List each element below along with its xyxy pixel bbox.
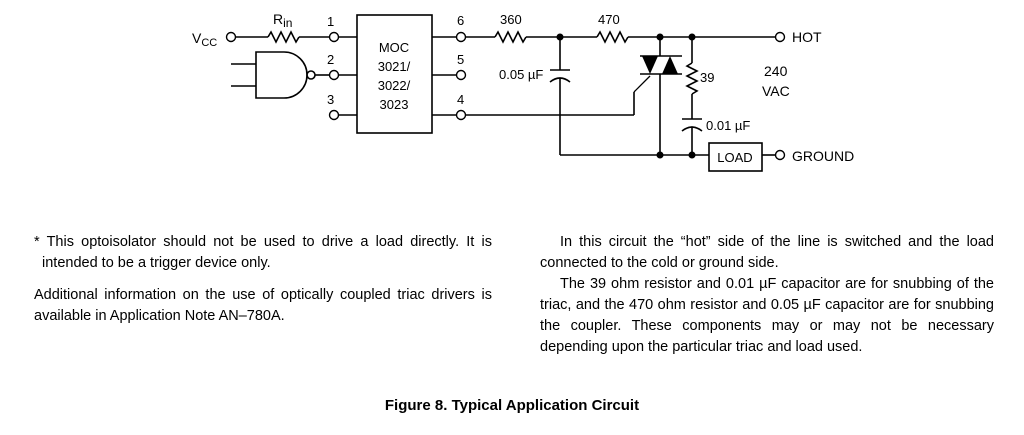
optocoupler-chip — [356, 14, 433, 134]
description-paragraph-2: The 39 ohm resistor and 0.01 µF capacito… — [540, 276, 994, 355]
figure-caption: Figure 8. Typical Application Circuit — [384, 397, 640, 414]
chip-label-line4: 3023 — [380, 97, 409, 112]
hot-label: HOT — [792, 29, 822, 45]
junction-dot — [688, 33, 696, 41]
pin-1-label: 1 — [327, 14, 334, 29]
resistor-470 — [596, 30, 629, 44]
nand-gate — [231, 51, 330, 99]
voltage-label-line1: 240 — [764, 63, 788, 79]
ground-terminal — [774, 149, 786, 161]
resistor-360-label: 360 — [500, 12, 522, 27]
vcc-terminal — [225, 31, 237, 43]
vcc-label: VCC — [192, 30, 217, 49]
capacitor-005uf-label: 0.05 µF — [499, 67, 543, 82]
footnote: * This optoisolator should not be used t… — [34, 234, 492, 271]
pin-5-label: 5 — [457, 52, 464, 67]
right-text-column: In this circuit the “hot” side of the li… — [540, 232, 994, 358]
left-text-column: * This optoisolator should not be used t… — [34, 232, 492, 327]
voltage-label-line2: VAC — [762, 83, 790, 99]
resistor-470-label: 470 — [598, 12, 620, 27]
pin-3-label: 3 — [327, 92, 334, 107]
circuit-diagram: VCC Rin 1 2 3 MOC 3021/ 3022/ 3023 6 5 4… — [192, 11, 854, 172]
pin-5-terminal — [455, 69, 467, 81]
chip-label-line2: 3021/ — [378, 59, 411, 74]
chip-label-line1: MOC — [379, 40, 409, 55]
ground-label: GROUND — [792, 148, 854, 164]
junction-dot — [656, 33, 664, 41]
pin-2-terminal — [328, 69, 340, 81]
pin-2-label: 2 — [327, 52, 334, 67]
description-paragraph-1: In this circuit the “hot” side of the li… — [540, 234, 994, 271]
resistor-39-label: 39 — [700, 70, 714, 85]
resistor-360 — [494, 30, 527, 44]
rin-label: Rin — [273, 11, 292, 30]
pin-6-terminal — [455, 31, 467, 43]
additional-info: Additional information on the use of opt… — [34, 287, 492, 324]
capacitor-001uf-label: 0.01 µF — [706, 118, 750, 133]
hot-terminal — [774, 31, 786, 43]
junction-dot — [556, 33, 564, 41]
load-box — [708, 142, 763, 172]
pin-1-terminal — [328, 31, 340, 43]
load-label: LOAD — [717, 150, 752, 165]
junction-dot — [656, 151, 664, 159]
resistor-39 — [685, 62, 699, 95]
capacitor-005uf — [549, 37, 571, 155]
pin-6-label: 6 — [457, 13, 464, 28]
pin-4-terminal — [455, 109, 467, 121]
chip-label-line3: 3022/ — [378, 78, 411, 93]
pin-3-terminal — [328, 109, 340, 121]
capacitor-001uf — [681, 118, 703, 155]
junction-dot — [688, 151, 696, 159]
pin-4-label: 4 — [457, 92, 464, 107]
rin-resistor — [267, 30, 300, 44]
triac-symbol — [633, 37, 682, 155]
